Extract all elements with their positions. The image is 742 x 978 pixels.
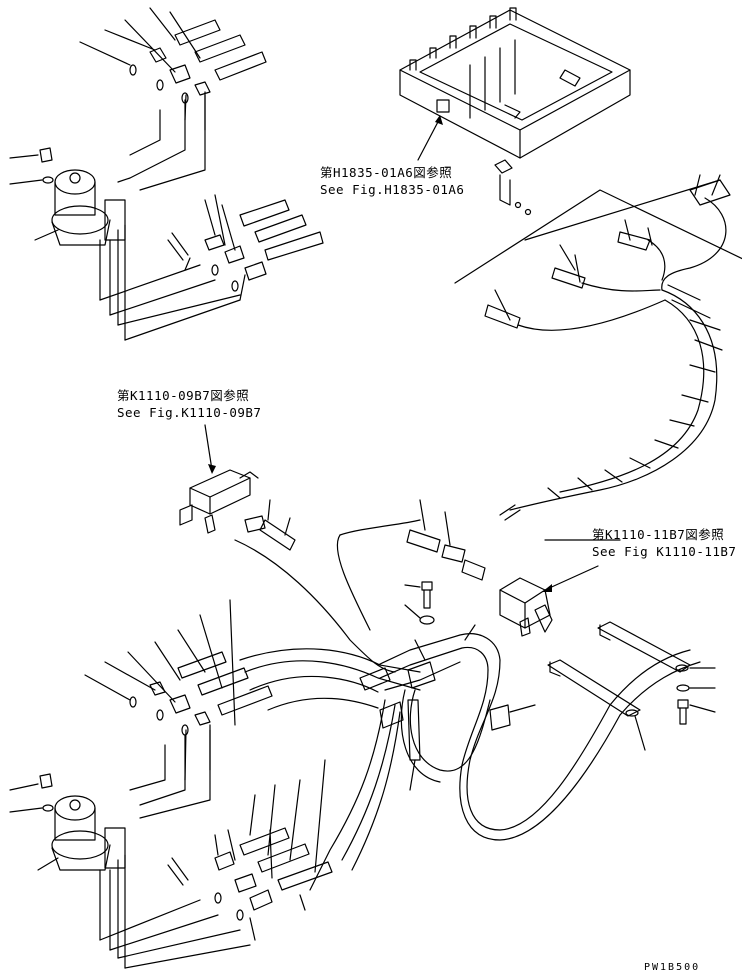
leader-lines-upper-hoses — [494, 174, 721, 321]
valve-k1110-09b7 — [179, 469, 259, 534]
leader-lines-right — [634, 667, 716, 751]
leader-lines-lower-middle — [409, 624, 536, 791]
fittings-lower-left — [129, 651, 273, 736]
leader-k1110-09b7-arrow — [208, 464, 216, 474]
leader-lines-middle — [419, 499, 451, 546]
elbow-fitting-top — [494, 159, 532, 216]
fittings-upper-left — [129, 19, 267, 104]
leader-k1110-11b7-arrow — [542, 584, 552, 592]
hose-lines-upper-horizontal — [99, 264, 241, 341]
leader-k1110-09b7 — [204, 424, 213, 471]
fittings-lower-left-lower — [167, 827, 333, 921]
ref-k1110-09b7-en: See Fig.K1110-09B7 — [117, 405, 262, 420]
bolt-middle — [419, 581, 435, 625]
clamp-right-upper — [597, 621, 691, 673]
clamp-right-lower — [547, 659, 641, 717]
leader-top-valve — [417, 117, 441, 161]
leader-lines-lower-left — [9, 783, 59, 871]
pilot-valve-upper — [39, 147, 126, 246]
clamps-lower-middle — [359, 661, 511, 761]
leader-lines-lower-left-lower — [214, 759, 326, 941]
leader-bolt-middle — [404, 584, 421, 619]
valve-k1110-11b7 — [499, 577, 553, 637]
leader-k1110-11b7 — [544, 565, 599, 591]
fittings-upper-left-lower — [167, 199, 324, 292]
hose-fitting-middle-left — [244, 515, 296, 551]
ref-k1110-11b7-jp: 第K1110-11B7図参照 — [592, 527, 725, 542]
ref-h1835-01a6-en: See Fig.H1835-01A6 — [320, 182, 465, 197]
leader-lines-lower-fittings — [84, 599, 236, 781]
drawing-code: PW1B500 — [644, 962, 701, 973]
leader-lines-upper-fittings — [79, 7, 206, 131]
hose-bundle-upper — [99, 94, 206, 341]
hose-lines-lower-horizontal — [99, 899, 251, 969]
leader-lines-middle-left — [267, 499, 291, 536]
leader-lines-upper-left — [9, 154, 59, 241]
hose-loop-lower — [239, 633, 701, 891]
bolt-right — [676, 684, 690, 725]
pilot-valve-lower — [39, 773, 126, 871]
ref-h1835-01a6-jp: 第H1835-01A6図参照 — [320, 165, 453, 180]
hose-routing-middle — [234, 519, 486, 673]
ref-k1110-09b7-jp: 第K1110-09B7図参照 — [117, 388, 250, 403]
control-valve-top — [399, 7, 631, 159]
hose-routing-upper — [454, 179, 742, 521]
ref-k1110-11b7-en: See Fig K1110-11B7 — [592, 544, 737, 559]
leader-lines-upper-left-lower — [184, 194, 246, 301]
hose-bundle-lower — [99, 729, 211, 969]
leader-top-valve-arrow — [435, 115, 443, 125]
